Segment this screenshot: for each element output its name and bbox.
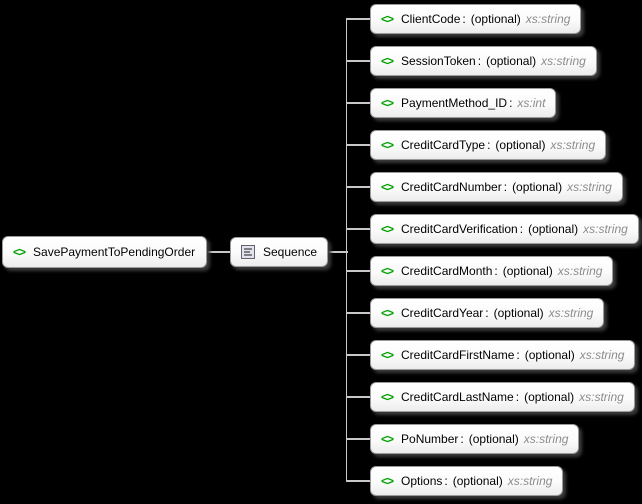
node-child-element[interactable]: <> Options : (optional) xs:string (370, 466, 564, 496)
element-type: xs:string (525, 12, 571, 26)
element-name: ClientCode (401, 12, 461, 26)
connector-line (345, 396, 380, 398)
separator: : (509, 96, 513, 110)
connector-line (345, 18, 380, 20)
optional-label: (optional) (468, 432, 519, 446)
sequence-icon (241, 245, 255, 259)
element-type: xs:string (507, 474, 553, 488)
connector-line (345, 60, 380, 62)
element-icon: <> (381, 138, 394, 152)
connector-line (345, 354, 380, 356)
separator: : (519, 222, 524, 236)
element-name: CreditCardFirstName (401, 348, 515, 362)
element-icon: <> (381, 180, 394, 194)
element-icon: <> (381, 348, 394, 362)
element-name: SessionToken (401, 54, 476, 68)
connector-line (345, 438, 380, 440)
element-name: CreditCardYear (401, 306, 484, 320)
optional-label: (optional) (470, 12, 521, 26)
connector-line (345, 186, 380, 188)
connector-line (345, 312, 380, 314)
element-icon: <> (381, 390, 394, 404)
node-child-element[interactable]: <> PoNumber : (optional) xs:string (370, 424, 580, 454)
node-child-element[interactable]: <> CreditCardLastName : (optional) xs:st… (370, 382, 635, 412)
optional-label: (optional) (486, 54, 537, 68)
connector-line (345, 144, 380, 146)
element-name: PaymentMethod_ID (401, 96, 508, 110)
element-icon: <> (381, 96, 394, 110)
connector-line (345, 228, 380, 230)
element-type: xs:string (567, 180, 612, 194)
element-type: xs:string (550, 138, 596, 152)
element-name: CreditCardLastName (401, 390, 514, 404)
element-icon: <> (13, 245, 26, 259)
element-name: CreditCardVerification (401, 222, 518, 236)
connector-line (345, 102, 380, 104)
optional-label: (optional) (493, 306, 544, 320)
optional-label: (optional) (502, 264, 553, 278)
node-child-element[interactable]: <> CreditCardFirstName : (optional) xs:s… (370, 340, 636, 370)
element-icon: <> (381, 474, 394, 488)
element-type: xs:string (557, 264, 603, 278)
separator: : (444, 474, 448, 488)
element-icon: <> (381, 432, 394, 446)
node-child-element[interactable]: <> PaymentMethod_ID : xs:int (370, 88, 557, 118)
element-icon: <> (381, 54, 394, 68)
separator: : (460, 432, 464, 446)
optional-label: (optional) (524, 348, 575, 362)
node-child-element[interactable]: <> CreditCardType : (optional) xs:string (370, 130, 607, 160)
element-type: xs:string (579, 390, 624, 404)
element-name: CreditCardMonth (401, 264, 493, 278)
element-name: Options (401, 474, 443, 488)
node-child-element[interactable]: <> CreditCardMonth : (optional) xs:strin… (370, 256, 614, 286)
element-name: CreditCardNumber (401, 180, 502, 194)
sequence-label: Sequence (263, 245, 318, 259)
node-child-element[interactable]: <> ClientCode : (optional) xs:string (370, 4, 582, 34)
optional-label: (optional) (512, 180, 563, 194)
separator: : (494, 264, 498, 278)
separator: : (487, 138, 491, 152)
element-name: PoNumber (401, 432, 459, 446)
node-child-element[interactable]: <> SessionToken : (optional) xs:string (370, 46, 597, 76)
connector-line (345, 18, 348, 482)
node-root-element[interactable]: <> SavePaymentToPendingOrder (2, 236, 207, 268)
element-type: xs:string (548, 306, 594, 320)
element-type: xs:int (517, 96, 546, 110)
optional-label: (optional) (528, 222, 579, 236)
element-icon: <> (381, 222, 394, 236)
separator: : (485, 306, 489, 320)
node-child-element[interactable]: <> CreditCardYear : (optional) xs:string (370, 298, 605, 328)
element-name: SavePaymentToPendingOrder (33, 245, 196, 259)
node-child-element[interactable]: <> CreditCardNumber : (optional) xs:stri… (370, 172, 623, 202)
node-sequence[interactable]: Sequence (230, 237, 329, 267)
connector-line (345, 270, 380, 272)
optional-label: (optional) (452, 474, 503, 488)
separator: : (515, 390, 520, 404)
separator: : (516, 348, 520, 362)
separator: : (462, 12, 466, 26)
element-type: xs:string (583, 222, 628, 236)
element-type: xs:string (579, 348, 625, 362)
separator: : (477, 54, 482, 68)
optional-label: (optional) (524, 390, 575, 404)
element-name: CreditCardType (401, 138, 486, 152)
element-type: xs:string (523, 432, 569, 446)
element-icon: <> (381, 12, 394, 26)
optional-label: (optional) (495, 138, 546, 152)
element-icon: <> (381, 306, 394, 320)
connector-line (345, 480, 380, 482)
element-type: xs:string (541, 54, 586, 68)
separator: : (503, 180, 508, 194)
element-icon: <> (381, 264, 394, 278)
node-child-element[interactable]: <> CreditCardVerification : (optional) x… (370, 214, 639, 244)
